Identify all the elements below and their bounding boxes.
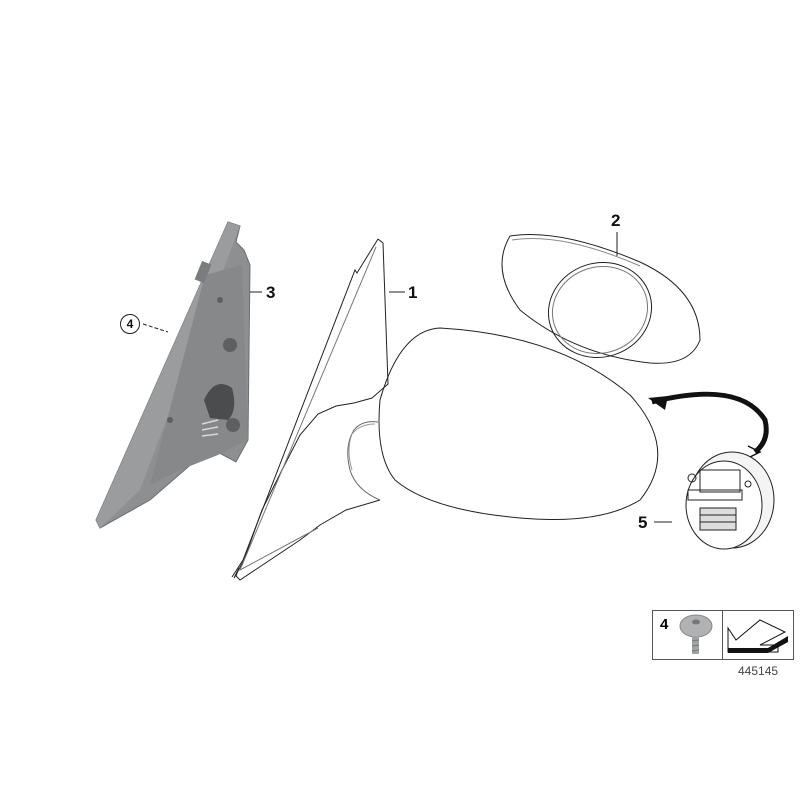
legend-divider: [722, 610, 723, 659]
rotate-arrow-icon: [651, 391, 769, 454]
part-2-mirror-glass[interactable]: [501, 234, 701, 370]
callout-4-circled[interactable]: 4: [120, 314, 140, 334]
leader-line-4: [142, 323, 169, 333]
legend-item-number: 4: [660, 616, 669, 633]
callout-3[interactable]: 3: [266, 283, 276, 302]
arrow-direction-icon: [727, 619, 788, 653]
legend-box: [652, 610, 794, 660]
torx-screw-icon: [679, 614, 713, 654]
part-3-mount-triangle[interactable]: [95, 221, 251, 529]
callout-2[interactable]: 2: [611, 211, 621, 230]
part-1-mirror-housing[interactable]: [231, 238, 659, 581]
callout-1[interactable]: 1: [408, 283, 418, 302]
callout-5[interactable]: 5: [638, 513, 648, 532]
diagram-number: 445145: [738, 664, 779, 678]
part-5-adjustment-drive[interactable]: [685, 451, 775, 550]
